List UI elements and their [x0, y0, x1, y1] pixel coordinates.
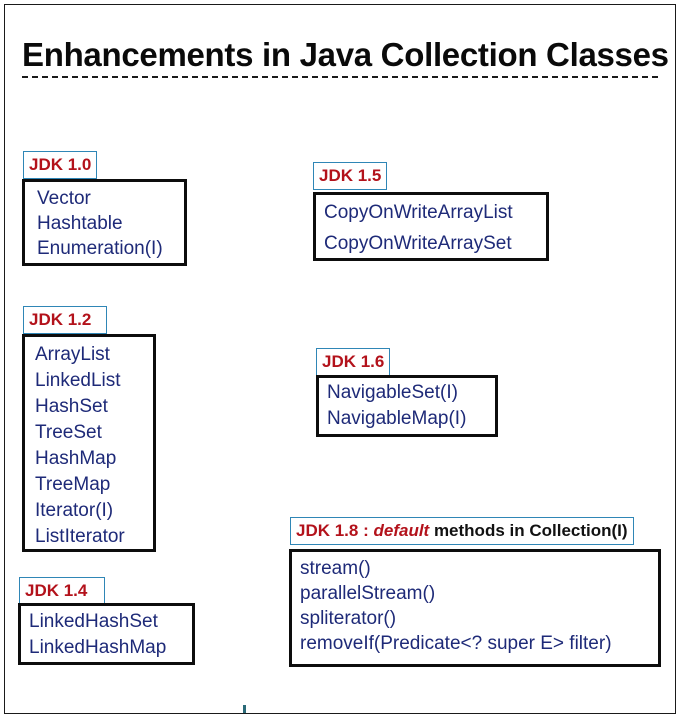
jdk10-item: Enumeration(I) — [37, 238, 163, 259]
jdk18-label-suffix: methods in Collection(I) — [429, 521, 628, 540]
jdk18-item: stream() — [300, 558, 371, 579]
jdk18-label-prefix: JDK 1.8 : — [296, 521, 374, 540]
diagram-frame — [4, 4, 676, 714]
jdk18-label: JDK 1.8 : default methods in Collection(… — [290, 517, 634, 545]
jdk12-item: TreeMap — [35, 474, 111, 495]
jdk10-box: Vector Hashtable Enumeration(I) — [22, 179, 187, 266]
jdk15-item: CopyOnWriteArrayList — [324, 202, 513, 223]
jdk12-box: ArrayList LinkedList HashSet TreeSet Has… — [22, 334, 156, 552]
jdk12-item: HashSet — [35, 396, 108, 417]
jdk18-item: spliterator() — [300, 608, 397, 629]
jdk12-item: Iterator(I) — [35, 500, 114, 521]
bottom-tick-mark — [243, 705, 246, 713]
jdk14-label: JDK 1.4 — [19, 577, 105, 605]
jdk16-item: NavigableMap(I) — [327, 408, 467, 429]
jdk15-item: CopyOnWriteArraySet — [324, 233, 512, 254]
jdk14-item: LinkedHashMap — [29, 637, 167, 658]
jdk18-item: parallelStream() — [300, 583, 436, 604]
jdk16-label: JDK 1.6 — [316, 348, 391, 376]
jdk12-item: LinkedList — [35, 370, 121, 391]
jdk12-label: JDK 1.2 — [23, 306, 107, 334]
jdk16-box: NavigableSet(I) NavigableMap(I) — [316, 375, 498, 437]
jdk18-item: removeIf(Predicate<? super E> filter) — [300, 633, 612, 654]
jdk15-label: JDK 1.5 — [313, 162, 388, 190]
jdk10-label: JDK 1.0 — [23, 151, 98, 179]
jdk12-item: TreeSet — [35, 422, 102, 443]
jdk12-item: HashMap — [35, 448, 117, 469]
jdk14-item: LinkedHashSet — [29, 611, 158, 632]
jdk14-box: LinkedHashSet LinkedHashMap — [18, 603, 195, 665]
jdk16-item: NavigableSet(I) — [327, 382, 458, 403]
jdk18-box: stream() parallelStream() spliterator() … — [289, 549, 661, 667]
diagram-title: Enhancements in Java Collection Classes — [22, 36, 669, 73]
jdk10-item: Vector — [37, 188, 91, 209]
jdk10-item: Hashtable — [37, 213, 123, 234]
jdk15-box: CopyOnWriteArrayList CopyOnWriteArraySet — [313, 192, 549, 261]
jdk18-label-keyword: default — [373, 521, 430, 540]
jdk12-item: ArrayList — [35, 344, 110, 365]
title-divider — [22, 76, 658, 78]
jdk12-item: ListIterator — [35, 526, 125, 547]
